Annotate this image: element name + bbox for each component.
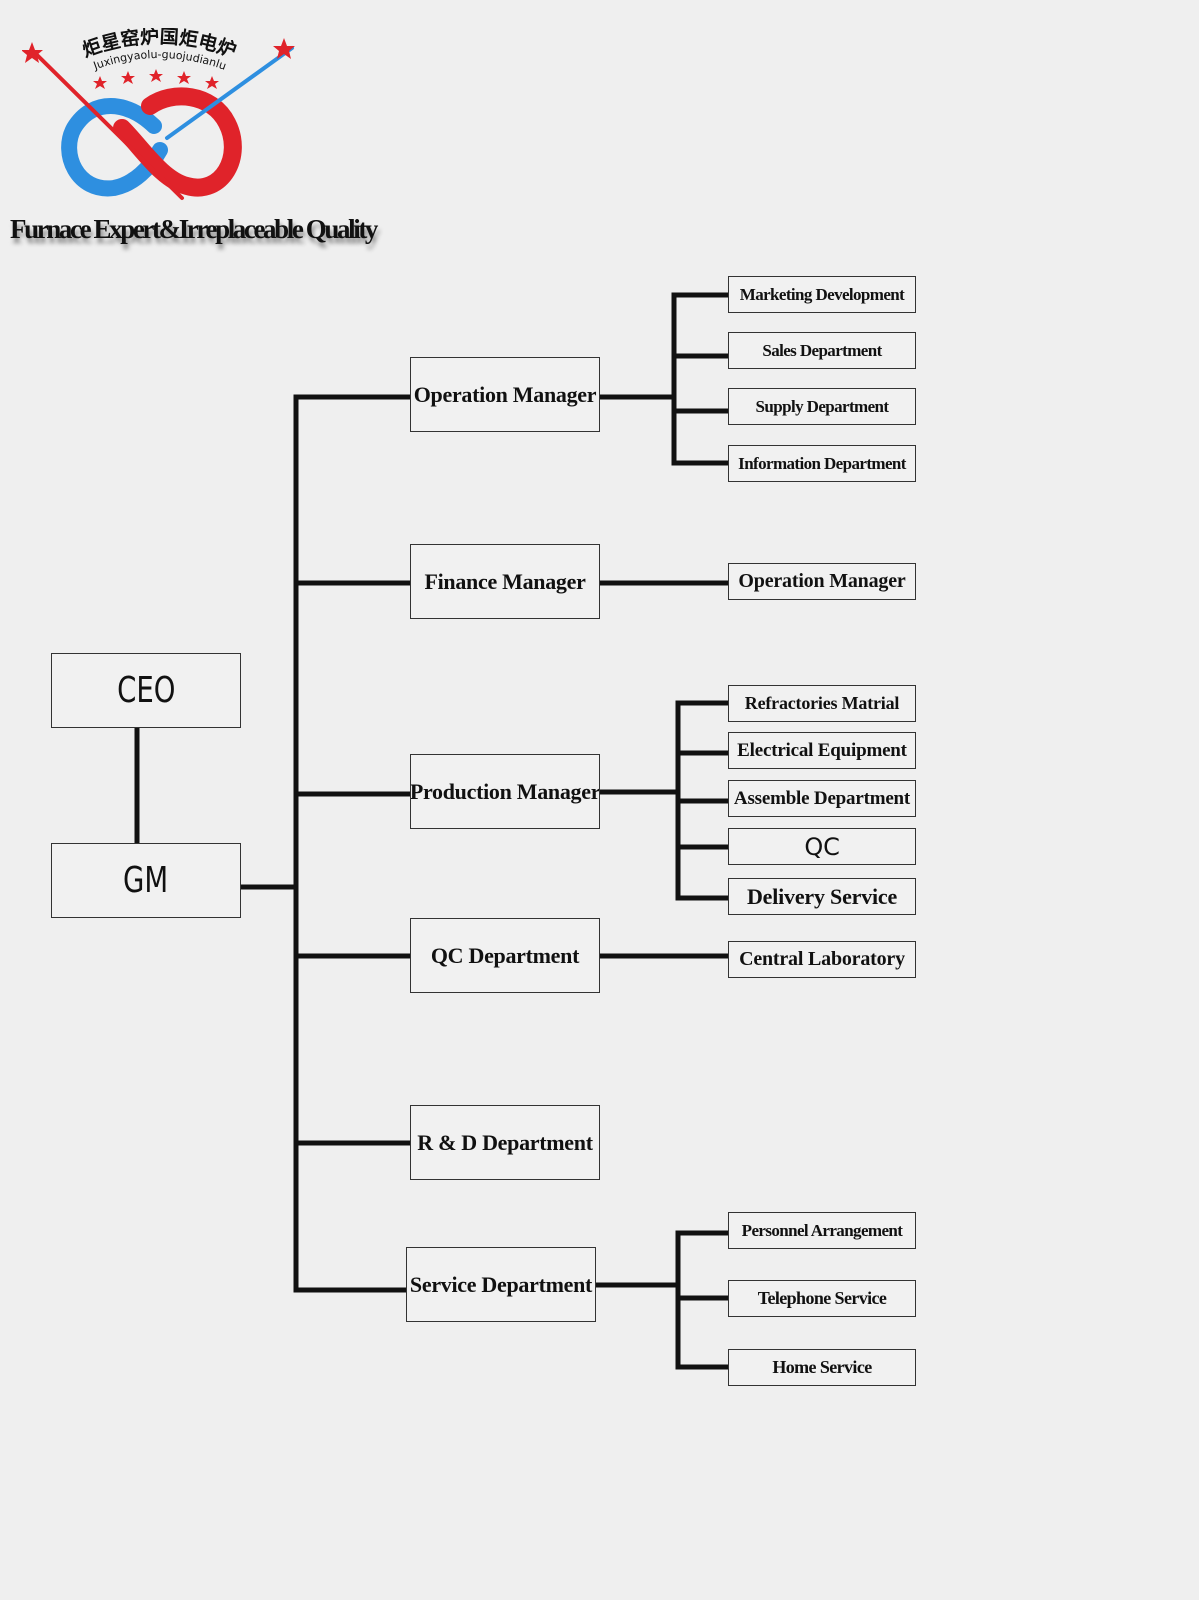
dept-refractories-matrial: Refractories Matrial: [728, 685, 916, 722]
manager-finance: Finance Manager: [410, 544, 600, 619]
dept-marketing-development: Marketing Development: [728, 276, 916, 313]
dept-delivery-service: Delivery Service: [728, 878, 916, 915]
company-tagline: Furnace Expert&Irreplaceable Quality: [10, 214, 378, 244]
company-logo: 炬星窑炉国炬电炉 Juxingyaolu-guojudianlu: [22, 28, 295, 200]
dept-electrical-equipment: Electrical Equipment: [728, 732, 916, 769]
gm-box: GM: [51, 843, 241, 918]
ceo-box: CEO: [51, 653, 241, 728]
dept-operation-manager: Operation Manager: [728, 563, 916, 600]
manager-operation: Operation Manager: [410, 357, 600, 432]
dept-qc: QC: [728, 828, 916, 865]
dept-personnel-arrangement: Personnel Arrangement: [728, 1212, 916, 1249]
dept-assemble: Assemble Department: [728, 780, 916, 817]
manager-service-department: Service Department: [406, 1247, 596, 1322]
dept-supply: Supply Department: [728, 388, 916, 425]
ceo-label: CEO: [116, 670, 176, 711]
dept-sales: Sales Department: [728, 332, 916, 369]
manager-production: Production Manager: [410, 754, 600, 829]
dept-home-service: Home Service: [728, 1349, 916, 1386]
dept-information: Information Department: [728, 445, 916, 482]
manager-qc-department: QC Department: [410, 918, 600, 993]
manager-rd-department: R & D Department: [410, 1105, 600, 1180]
gm-label: GM: [123, 860, 169, 901]
dept-central-laboratory: Central Laboratory: [728, 941, 916, 978]
dept-telephone-service: Telephone Service: [728, 1280, 916, 1317]
